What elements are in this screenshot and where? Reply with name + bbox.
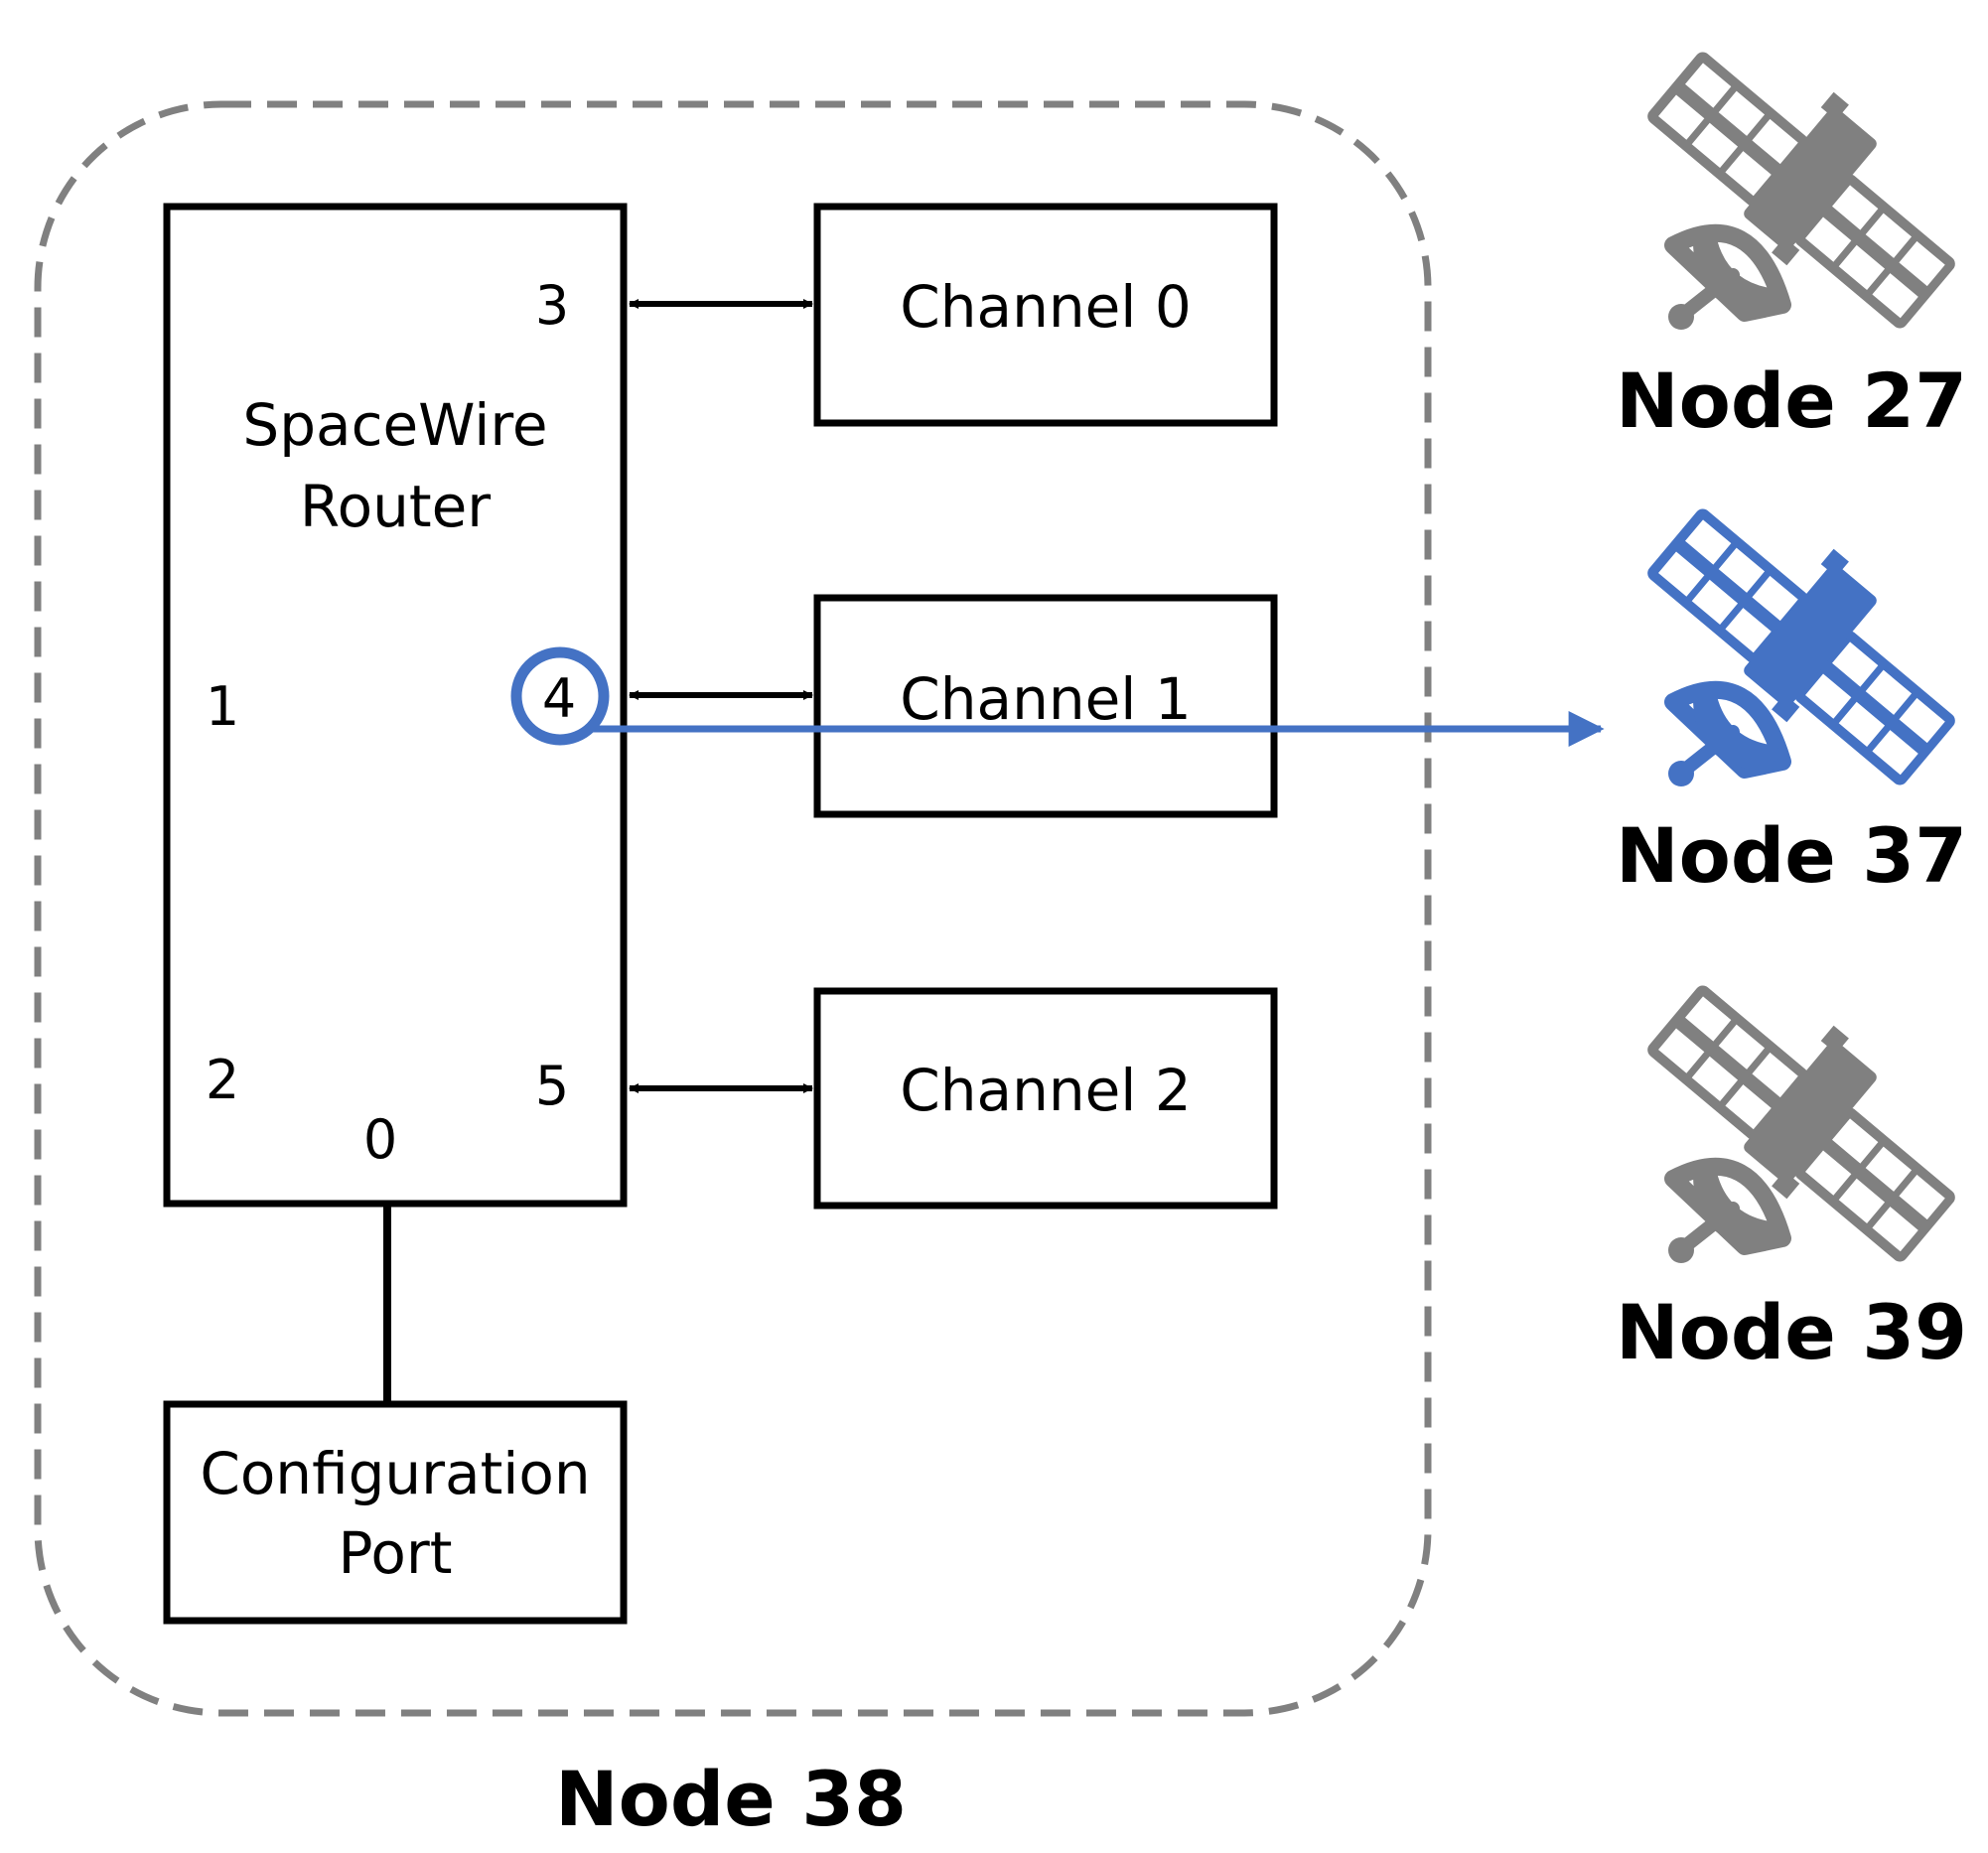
satellite-node-37-icon <box>1644 505 1958 788</box>
port-0-label: 0 <box>363 1108 397 1171</box>
router-label-line1: SpaceWire <box>242 391 547 459</box>
channel-0-box <box>813 203 1278 427</box>
port-4-highlight-ring <box>510 646 610 746</box>
port-3-label: 3 <box>535 274 569 337</box>
channel-0-label: Channel 0 <box>900 273 1191 341</box>
node-39-label: Node 39 <box>1616 1288 1967 1376</box>
config-label-line1: Configuration <box>200 1440 590 1507</box>
node-38-boundary <box>34 100 1432 1717</box>
port-1-label: 1 <box>206 675 239 738</box>
port-2-label: 2 <box>206 1049 239 1111</box>
channel-2-box <box>813 987 1278 1210</box>
port-5-label: 5 <box>535 1055 569 1117</box>
configuration-port-box <box>163 1400 628 1625</box>
node-27-label: Node 27 <box>1616 356 1967 445</box>
router-label-line2: Router <box>300 473 491 540</box>
spacewire-router-box <box>163 203 628 1208</box>
channel-2-label: Channel 2 <box>900 1057 1191 1124</box>
satellite-node-39-icon <box>1644 982 1958 1265</box>
channel-1-box <box>813 594 1278 818</box>
port-4-label: 4 <box>542 667 576 730</box>
local-node-label: Node 38 <box>555 1755 907 1843</box>
node-37-label: Node 37 <box>1616 811 1967 900</box>
satellite-node-27-icon <box>1644 49 1958 332</box>
channel-1-label: Channel 1 <box>900 665 1191 733</box>
config-label-line2: Port <box>339 1519 453 1587</box>
